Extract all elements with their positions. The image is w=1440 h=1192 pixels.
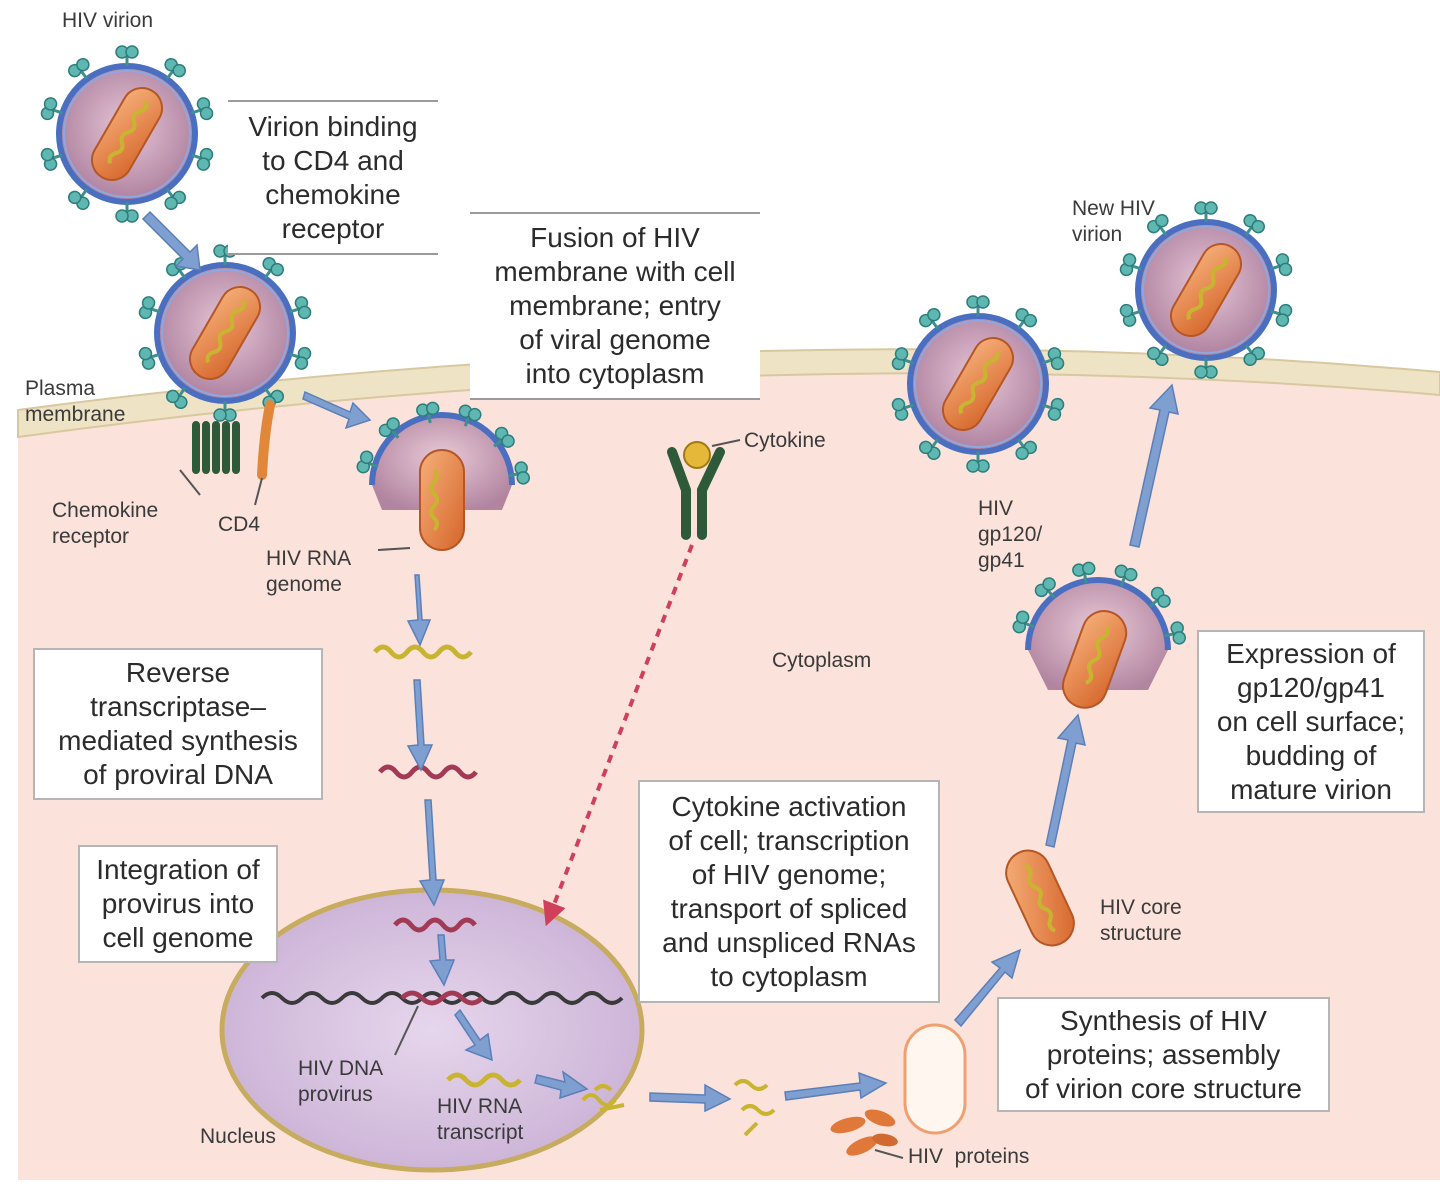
empty-core <box>903 1023 967 1135</box>
hiv-virion-top <box>40 46 214 222</box>
provirus-strand <box>393 917 477 933</box>
label-cd4: CD4 <box>218 513 261 536</box>
label-hiv-rna-genome: HIV RNA genome <box>266 547 352 596</box>
label-hiv-virion: HIV virion <box>62 9 154 32</box>
rna-transcript <box>446 1072 522 1088</box>
label-nucleus: Nucleus <box>200 1125 276 1148</box>
cytoplasm-rna <box>733 1079 776 1137</box>
nucleus <box>219 887 645 1173</box>
step-expression-budding: Expression of gp120/gp41 on cell surface… <box>1197 630 1425 813</box>
label-cytoplasm: Cytoplasm <box>772 649 872 672</box>
flow-arrows <box>141 210 1179 1113</box>
cytokine-receptor <box>667 439 741 540</box>
chemokine-receptor <box>192 421 240 474</box>
hiv-core <box>1005 849 1075 947</box>
label-hiv-proteins: HIV proteins <box>908 1145 1030 1168</box>
cd4 <box>257 400 275 480</box>
proviral-dna-strand <box>378 764 478 780</box>
step-virion-binding: Virion binding to CD4 and chemokine rece… <box>228 100 438 255</box>
label-hiv-core-structure: HIV core structure <box>1100 896 1182 945</box>
label-hiv-dna-provirus: HIV DNA provirus <box>298 1057 384 1106</box>
label-plasma-membrane: Plasma membrane <box>25 377 126 426</box>
step-protein-synthesis: Synthesis of HIV proteins; assembly of v… <box>997 997 1330 1112</box>
step-cytokine-activation: Cytokine activation of cell; transcripti… <box>638 780 940 1003</box>
cytokine-signal-arrow <box>543 544 694 927</box>
label-cytokine: Cytokine <box>744 429 826 452</box>
budding-virion <box>1010 559 1188 709</box>
step-integration: Integration of provirus into cell genome <box>78 845 278 963</box>
step-reverse-transcription: Reverse transcriptase– mediated synthesi… <box>33 648 323 800</box>
label-chemokine-receptor: Chemokine receptor <box>52 499 159 548</box>
fusing-virion <box>354 399 532 551</box>
step-fusion-entry: Fusion of HIV membrane with cell membran… <box>470 212 760 400</box>
label-gp120-gp41: HIV gp120/ gp41 <box>978 497 1043 572</box>
spliced-rna <box>581 1084 625 1112</box>
label-hiv-rna-transcript: HIV RNA transcript <box>437 1095 524 1144</box>
hiv-proteins <box>830 1109 898 1156</box>
label-new-hiv-virion: New HIV virion <box>1072 197 1155 246</box>
integrated-provirus <box>400 990 484 1006</box>
hiv-rna-strand <box>373 644 473 660</box>
